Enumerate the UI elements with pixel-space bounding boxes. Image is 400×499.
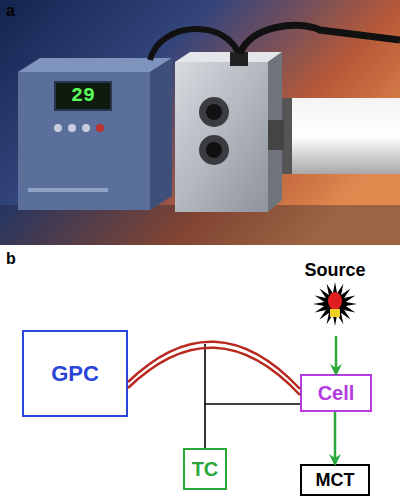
tc-box: TC xyxy=(183,448,227,490)
connector xyxy=(335,412,336,464)
panel-letter: b xyxy=(6,250,16,268)
tap-wire xyxy=(204,344,206,404)
node-text: MCT xyxy=(316,470,355,491)
instrument-photo xyxy=(0,0,400,245)
connector xyxy=(205,404,300,448)
node-text: TC xyxy=(192,458,219,481)
gpc-box: GPC xyxy=(22,330,128,417)
node-text: Cell xyxy=(318,382,355,405)
source-lamp: Source xyxy=(290,260,380,336)
mct-box: MCT xyxy=(300,464,370,496)
node-text: GPC xyxy=(51,361,99,387)
lamp-symbol xyxy=(310,281,360,327)
connector xyxy=(128,342,300,395)
node-text: Source xyxy=(304,260,365,281)
cell-box: Cell xyxy=(300,374,372,412)
panel-letter: a xyxy=(6,2,15,20)
connector xyxy=(336,336,337,374)
display-reading: 29 xyxy=(55,84,111,107)
